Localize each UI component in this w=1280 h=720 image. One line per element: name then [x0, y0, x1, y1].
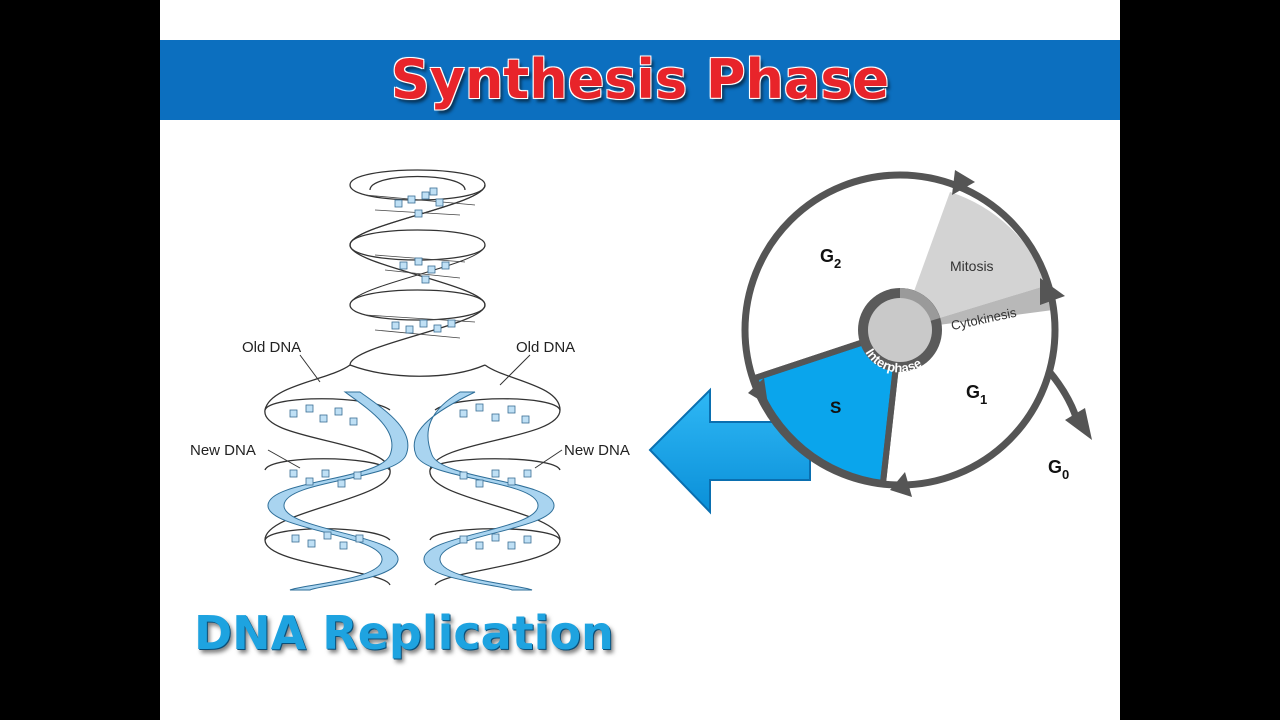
- replication-fork: [264, 364, 561, 586]
- dna-replication-figure: Old DNA Old DNA New DNA New DNA: [190, 169, 630, 591]
- cell-cycle-diagram: Interphase G2 Mitosis Cytokinesis S G1 G…: [741, 170, 1092, 497]
- g1-subscript: 1: [980, 392, 987, 407]
- new-dna-strands: [267, 391, 555, 591]
- g0-subscript: 0: [1062, 467, 1069, 482]
- slide-title: Synthesis Phase: [390, 48, 890, 111]
- parent-nucleotides: [391, 187, 456, 334]
- s-label: S: [830, 398, 841, 417]
- slide: Synthesis Phase: [160, 0, 1120, 720]
- g1-main: G: [966, 382, 980, 402]
- old-dna-label-left: Old DNA: [242, 339, 301, 356]
- slide-subtitle: DNA Replication: [194, 606, 614, 660]
- slide-artwork: Old DNA Old DNA New DNA New DNA: [190, 169, 1092, 591]
- daughter-nucleotides: [289, 403, 532, 550]
- parent-helix: [349, 169, 486, 366]
- g2-subscript: 2: [834, 256, 841, 271]
- interphase-mitosis-arc: [900, 288, 940, 321]
- label-leaders: [267, 354, 563, 469]
- g0-main: G: [1048, 457, 1062, 477]
- g0-label: G0: [1048, 457, 1069, 482]
- cycle-arrowheads: [748, 170, 1065, 497]
- g1-label: G1: [966, 382, 987, 407]
- mitosis-label: Mitosis: [950, 258, 994, 274]
- g2-label: G2: [820, 246, 841, 271]
- mitosis-sector: [900, 192, 1048, 330]
- g2-main: G: [820, 246, 834, 266]
- old-dna-label-right: Old DNA: [516, 339, 575, 356]
- title-band: Synthesis Phase: [160, 40, 1120, 120]
- new-dna-label-right: New DNA: [564, 442, 630, 459]
- g0-exit-arrow: [1045, 367, 1092, 440]
- new-dna-label-left: New DNA: [190, 442, 256, 459]
- cell-core: [868, 298, 932, 362]
